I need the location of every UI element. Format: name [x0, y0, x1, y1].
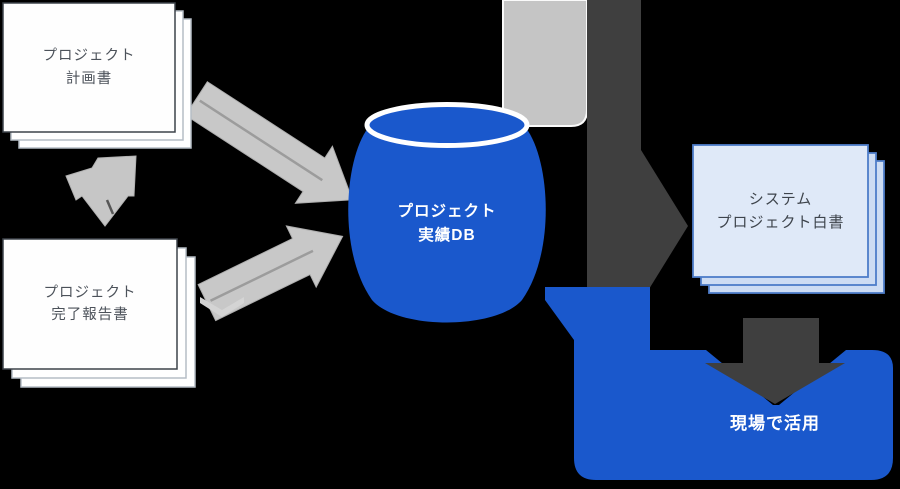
whitepaper-document-stack [692, 144, 885, 294]
db-to-field-flow [545, 287, 893, 480]
plan-to-db-arrow [184, 81, 354, 204]
plan-to-completion-arrow [65, 155, 137, 227]
project-db-cylinder-body [348, 128, 546, 323]
project-db-cylinder-top [364, 102, 530, 148]
completion-to-db-arrow [197, 225, 344, 322]
whitepaper-down-arrow-head [705, 363, 845, 404]
top-dark-band [587, 0, 641, 308]
completion-document-stack [2, 238, 196, 388]
top-light-band [502, 0, 588, 127]
db-to-whitepaper-arrow [641, 150, 688, 302]
completion-chevron-icon [200, 297, 244, 317]
plan-document-stack [2, 2, 192, 149]
whitepaper-down-arrow-shaft [743, 318, 819, 364]
